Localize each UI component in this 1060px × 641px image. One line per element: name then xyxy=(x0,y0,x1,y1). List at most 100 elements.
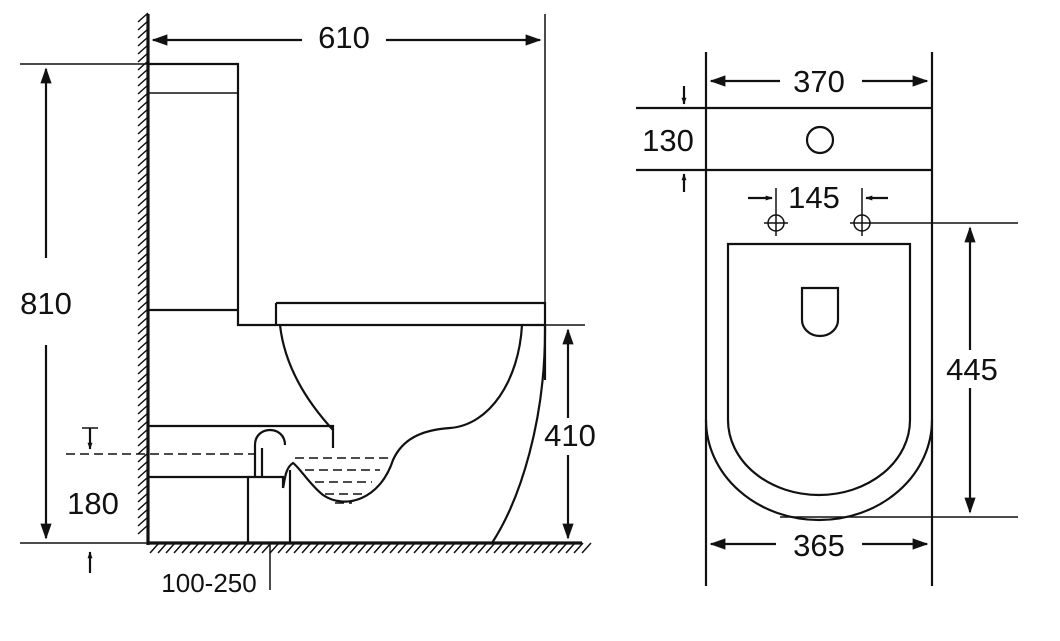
wall-hatch-stroke xyxy=(137,124,149,135)
wall-hatch-stroke xyxy=(137,404,149,415)
width-dimension: 610 xyxy=(151,14,546,380)
outlet-height-dimension: 180 xyxy=(67,427,119,573)
wall-hatch-stroke xyxy=(137,332,149,343)
floor xyxy=(148,541,592,554)
floor-hatch-stroke xyxy=(477,542,488,554)
wall-hatch-stroke xyxy=(137,12,149,23)
seat-outline xyxy=(726,242,912,497)
wall-hatch-stroke xyxy=(137,76,149,87)
wall-hatch-stroke xyxy=(137,412,149,423)
wall-hatch-stroke xyxy=(137,196,149,207)
wall-hatch-stroke xyxy=(137,132,149,143)
wall-hatch-stroke xyxy=(137,508,149,519)
floor-hatch-stroke xyxy=(461,542,472,554)
floor-hatch-stroke xyxy=(397,542,408,554)
wall-hatch-stroke xyxy=(137,324,149,335)
length-label: 445 xyxy=(946,352,998,387)
floor-hatch-stroke xyxy=(421,542,432,554)
bowl-height-dimension: 410 xyxy=(544,324,596,540)
floor-hatch-stroke xyxy=(445,542,456,554)
wall-hatch-stroke xyxy=(137,308,149,319)
floor-hatch-stroke xyxy=(405,542,416,554)
wall-hatch-stroke xyxy=(137,20,149,31)
bolt-holes xyxy=(764,188,1018,236)
floor-hatch-stroke xyxy=(365,542,376,554)
bolt-hole-right-icon xyxy=(850,188,1018,236)
wall-hatch-stroke xyxy=(137,284,149,295)
bowl-top-outline xyxy=(704,242,934,522)
floor-hatch-stroke xyxy=(437,542,448,554)
floor-hatch-stroke xyxy=(341,542,352,554)
tank-depth-dimension: 130 xyxy=(642,86,694,192)
wall-hatch-stroke xyxy=(137,28,149,39)
bolt-hole-left-icon xyxy=(764,188,788,236)
wall-hatch-stroke xyxy=(137,380,149,391)
wall-hatch-stroke xyxy=(137,436,149,447)
bowl-back-curve xyxy=(491,324,547,544)
tank xyxy=(148,62,545,327)
floor-hatch-stroke xyxy=(301,542,312,554)
wall-hatch-stroke xyxy=(137,236,149,247)
floor-hatch-stroke xyxy=(189,542,200,554)
wall-hatch-stroke xyxy=(137,316,149,327)
floor-hatch-stroke xyxy=(205,542,216,554)
top-view: 370 130 145 445 365 xyxy=(636,52,1018,586)
floor-hatch-stroke xyxy=(213,542,224,554)
floor-hatch-stroke xyxy=(493,542,504,554)
floor-hatch-stroke xyxy=(277,542,288,554)
outlet-reference xyxy=(66,453,291,543)
floor-hatch-stroke xyxy=(573,542,584,554)
wall-hatch-stroke xyxy=(137,516,149,527)
floor-hatch-stroke xyxy=(229,542,240,554)
floor-hatch-stroke xyxy=(293,542,304,554)
floor-hatch-stroke xyxy=(165,542,176,554)
flush-button-icon xyxy=(805,125,835,155)
outlet-right xyxy=(248,475,285,488)
wall-hatch-stroke xyxy=(137,148,149,159)
bowl-height-label: 410 xyxy=(544,418,596,453)
wall-hatch-stroke xyxy=(137,364,149,375)
bolt-spacing-dimension: 145 xyxy=(748,180,888,215)
wall-hatch-stroke xyxy=(137,44,149,55)
floor-hatch-stroke xyxy=(373,542,384,554)
floor-hatch-stroke xyxy=(509,542,520,554)
wall-hatch-stroke xyxy=(137,52,149,63)
wall-hatch-stroke xyxy=(137,60,149,71)
toilet-body xyxy=(148,301,547,544)
wall-hatch-stroke xyxy=(137,108,149,119)
wall-hatch-stroke xyxy=(137,180,149,191)
wall-hatch-stroke xyxy=(137,164,149,175)
wall-hatch-stroke xyxy=(137,372,149,383)
wall-hatch-stroke xyxy=(137,452,149,463)
length-dimension: 445 xyxy=(780,226,1018,518)
wall-hatch-stroke xyxy=(137,116,149,127)
floor-hatch-stroke xyxy=(381,542,392,554)
floor-hatch xyxy=(149,542,592,554)
floor-hatch-stroke xyxy=(349,542,360,554)
floor-hatch-stroke xyxy=(517,542,528,554)
bowl-outer-front xyxy=(278,324,334,431)
floor-hatch-stroke xyxy=(173,542,184,554)
floor-hatch-stroke xyxy=(525,542,536,554)
wall-hatch-stroke xyxy=(137,212,149,223)
floor-hatch-stroke xyxy=(157,542,168,554)
floor-hatch-stroke xyxy=(453,542,464,554)
wall-hatch-stroke xyxy=(137,348,149,359)
wall-hatch-stroke xyxy=(137,100,149,111)
width-bottom-label: 365 xyxy=(793,528,845,563)
wall-hatch-stroke xyxy=(137,388,149,399)
flush-hook xyxy=(253,429,287,477)
floor-hatch-stroke xyxy=(221,542,232,554)
wall-hatch-stroke xyxy=(137,292,149,303)
wall-hatch-stroke xyxy=(137,204,149,215)
wall-hatch-stroke xyxy=(137,484,149,495)
wall-hatch-stroke xyxy=(137,420,149,431)
floor-hatch-stroke xyxy=(413,542,424,554)
rough-in-dimension: 100-250 xyxy=(161,543,271,598)
outlet-height-label: 180 xyxy=(67,486,119,521)
bowl-trap-curve xyxy=(281,324,524,503)
tank-outline xyxy=(148,62,545,327)
floor-hatch-stroke xyxy=(309,542,320,554)
floor-hatch-stroke xyxy=(485,542,496,554)
